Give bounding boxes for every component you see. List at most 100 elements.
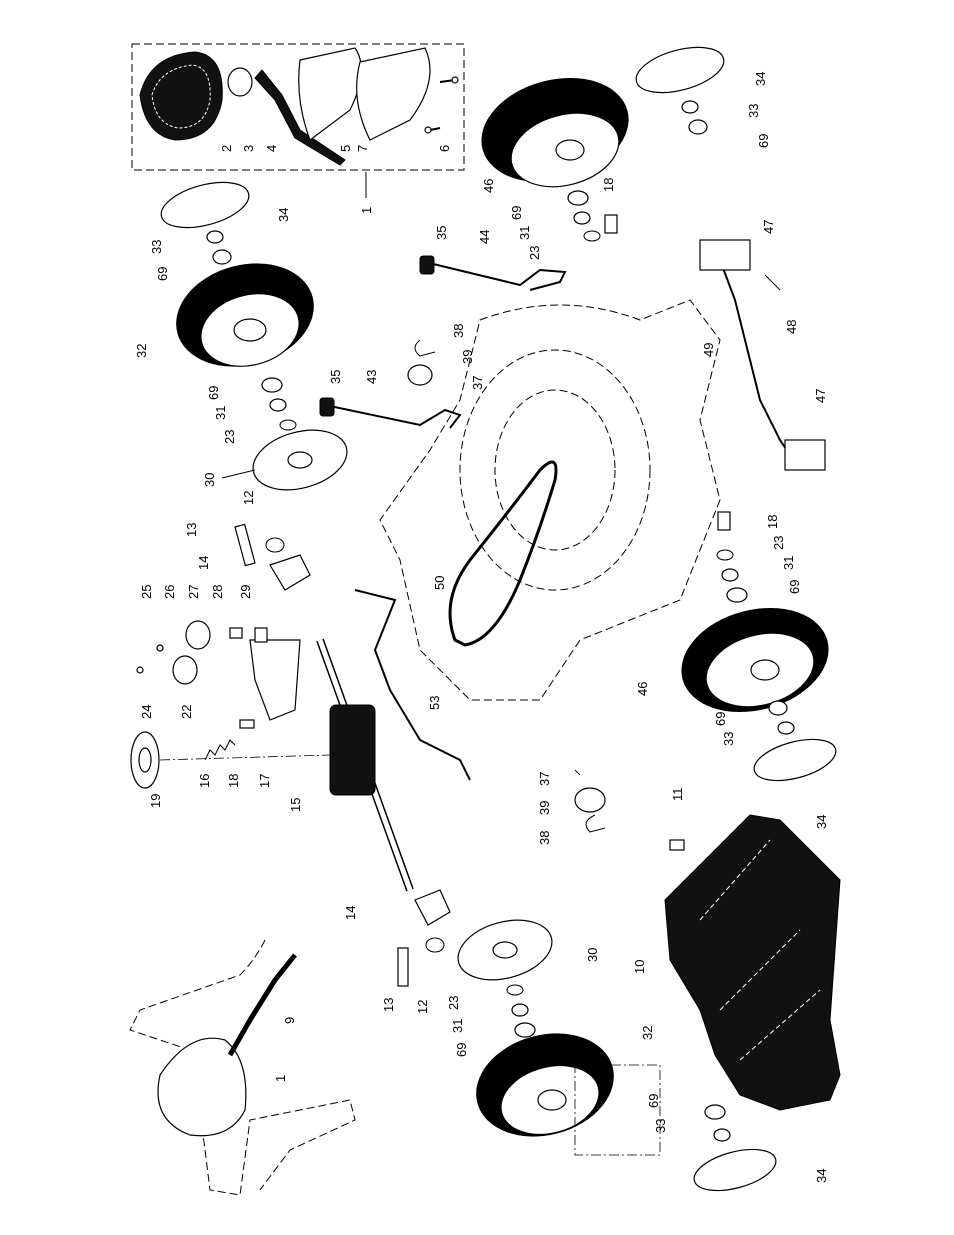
label-35-b: 35 — [328, 370, 343, 384]
bag-frame — [129, 939, 356, 1196]
label-53: 53 — [427, 696, 442, 710]
label-28: 28 — [210, 585, 225, 599]
label-30-top: 30 — [202, 473, 217, 487]
part-34-hubcap-bl — [693, 1148, 777, 1192]
label-32-top: 32 — [134, 344, 149, 358]
part-33-nut — [206, 230, 224, 244]
wheel-assembly-bottom-left: 14 13 12 30 23 31 69 32 69 33 34 — [343, 889, 829, 1192]
part-34-hubcap-mr — [753, 738, 837, 782]
label-23-d: 23 — [446, 996, 461, 1010]
label-9: 9 — [282, 1017, 297, 1024]
label-15: 15 — [288, 798, 303, 812]
label-24: 24 — [139, 705, 154, 719]
label-69-b: 69 — [206, 386, 221, 400]
rear-axle-assembly: 47 48 49 47 18 — [699, 220, 828, 531]
part-44-lever — [424, 261, 567, 291]
label-46-bot: 46 — [635, 682, 650, 696]
part-5-flap — [298, 47, 363, 141]
label-31-d: 31 — [450, 1019, 465, 1033]
label-12-bot: 12 — [415, 1000, 430, 1014]
part-14-bearing — [269, 554, 311, 591]
discharge-chute-group: 11 10 — [632, 788, 841, 1111]
label-38-b: 38 — [537, 831, 552, 845]
part-16-spring — [204, 739, 236, 761]
label-27: 27 — [186, 585, 201, 599]
label-44: 44 — [477, 230, 492, 244]
part-50-belt — [448, 460, 558, 647]
wheel-assembly-top-left: 34 33 69 32 69 31 23 30 — [134, 181, 348, 491]
part-11-screw — [669, 839, 685, 851]
part-12-ring — [265, 537, 285, 553]
label-33-a: 33 — [149, 240, 164, 254]
label-18-pulley: 18 — [226, 774, 241, 788]
label-10: 10 — [632, 960, 647, 974]
wheel-assembly-top-right: 34 33 69 46 69 31 23 18 — [481, 46, 771, 260]
label-38-a: 38 — [451, 324, 466, 338]
label-1-kit: 1 — [359, 207, 374, 214]
part-22-pulley — [172, 655, 198, 685]
part-4-bracket — [254, 69, 346, 166]
part-69-washer-b — [261, 377, 283, 393]
mower-deck: 50 — [379, 299, 721, 701]
label-5: 5 — [338, 145, 353, 152]
part-2-cover — [139, 51, 223, 141]
part-13-bolt — [234, 523, 256, 567]
label-13-top: 13 — [184, 523, 199, 537]
label-18-right: 18 — [765, 515, 780, 529]
label-69-g: 69 — [454, 1043, 469, 1057]
label-31-a: 31 — [213, 406, 228, 420]
part-43-lever — [324, 404, 462, 429]
label-48: 48 — [784, 320, 799, 334]
label-47-a: 47 — [761, 220, 776, 234]
label-34-d: 34 — [814, 1169, 829, 1183]
part-49-axle — [719, 259, 801, 471]
label-32-bot: 32 — [640, 1026, 655, 1040]
label-19: 19 — [148, 794, 163, 808]
part-15-transmission — [329, 704, 376, 796]
label-37-a: 37 — [470, 376, 485, 390]
part-10-chute — [664, 814, 841, 1111]
label-47-b: 47 — [813, 389, 828, 403]
label-4: 4 — [264, 145, 279, 152]
part-47-bracket-a — [699, 239, 751, 271]
label-29: 29 — [238, 585, 253, 599]
grass-bag-group: 9 1 — [129, 939, 356, 1196]
label-17: 17 — [257, 774, 272, 788]
label-31-b: 31 — [517, 226, 532, 240]
label-26: 26 — [162, 585, 177, 599]
label-49: 49 — [701, 343, 716, 357]
label-46-top: 46 — [481, 179, 496, 193]
label-39-a: 39 — [460, 350, 475, 364]
label-16: 16 — [197, 774, 212, 788]
label-30-bot: 30 — [585, 948, 600, 962]
label-31-c: 31 — [781, 556, 796, 570]
label-13-bot: 13 — [381, 998, 396, 1012]
upper-bearing-parts: 13 12 14 — [184, 491, 311, 591]
label-69-e: 69 — [787, 580, 802, 594]
part-31-washer — [269, 398, 287, 412]
label-34-a: 34 — [276, 208, 291, 222]
part-6-screw — [429, 79, 456, 131]
label-14-bot: 14 — [343, 906, 358, 920]
label-3: 3 — [241, 145, 256, 152]
label-69-c: 69 — [756, 134, 771, 148]
label-39-b: 39 — [537, 801, 552, 815]
part-38-clip — [414, 339, 436, 357]
part-34-hubcap — [160, 181, 250, 229]
rear-flap-kit-group: 2 3 4 5 7 6 1 — [131, 43, 465, 214]
part-17-bracket — [249, 639, 301, 721]
label-69-d: 69 — [509, 206, 524, 220]
part-23-ring — [279, 419, 297, 431]
label-23-a: 23 — [222, 430, 237, 444]
label-33-c: 33 — [721, 732, 736, 746]
label-25: 25 — [139, 585, 154, 599]
part-14-bearing-b — [414, 889, 451, 926]
wheel-assembly-mid-right: 23 31 69 46 69 33 34 — [635, 536, 837, 829]
label-69-a: 69 — [155, 267, 170, 281]
part-34-hubcap-tr — [635, 46, 725, 94]
height-adjuster-lower: 37 39 38 — [537, 769, 606, 845]
label-35-a: 35 — [434, 226, 449, 240]
label-37-b: 37 — [537, 772, 552, 786]
label-33-b: 33 — [746, 104, 761, 118]
